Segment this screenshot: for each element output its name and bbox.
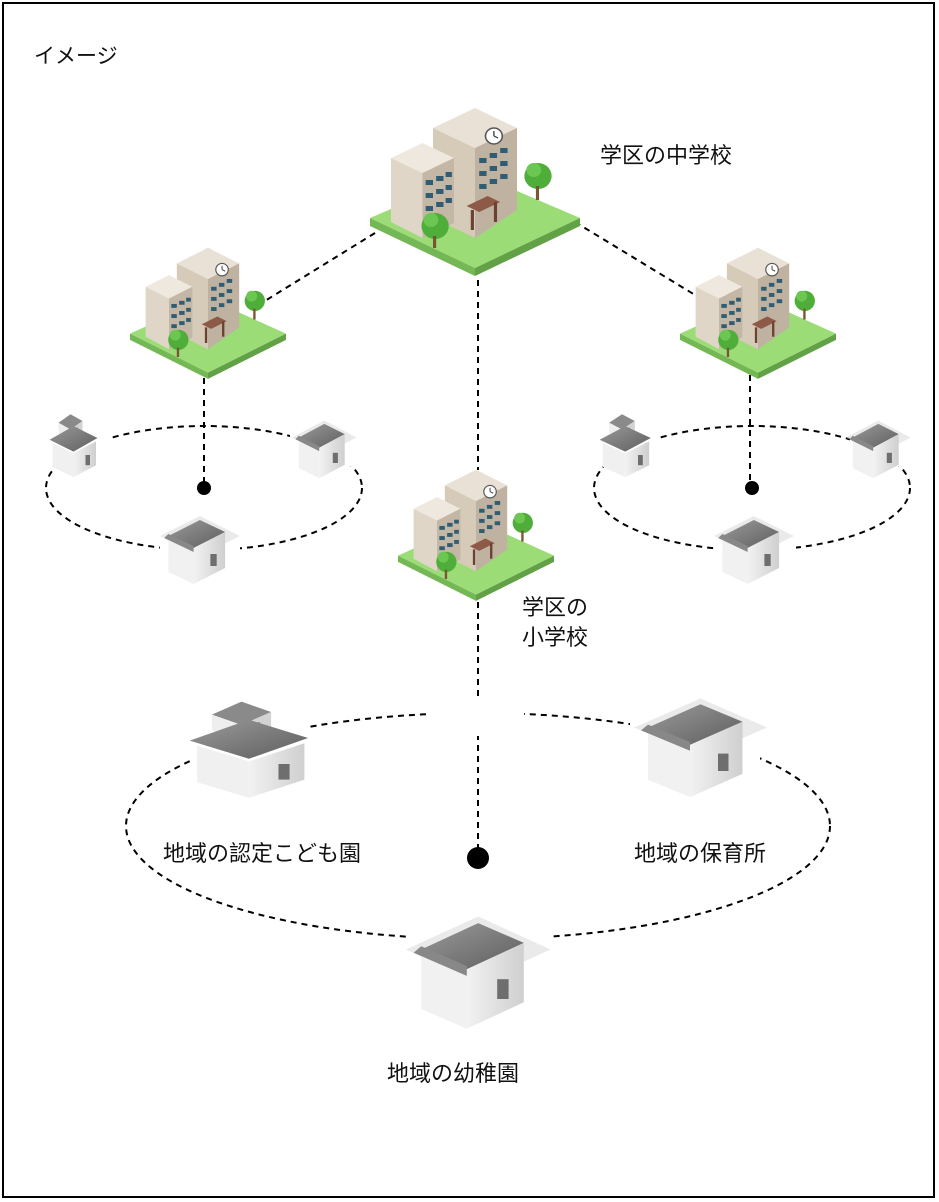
right-district-dot bbox=[745, 481, 759, 495]
elementary-school-label-line2: 小学校 bbox=[522, 626, 589, 651]
main-district-dot bbox=[467, 847, 489, 869]
heading-label: イメージ bbox=[34, 44, 118, 68]
middle-school-icon bbox=[369, 107, 581, 277]
elementary-school-label-line1: 学区の bbox=[522, 596, 589, 621]
middle-school-label: 学区の中学校 bbox=[600, 144, 733, 169]
certified-childcare-label: 地域の認定こども園 bbox=[163, 842, 362, 867]
left-district-dot bbox=[197, 481, 211, 495]
kindergarten-label: 地域の幼稚園 bbox=[387, 1062, 520, 1087]
left-elementary-school-icon bbox=[129, 247, 287, 380]
nursery-label: 地域の保育所 bbox=[634, 842, 767, 867]
center-elementary-school-icon bbox=[397, 469, 555, 602]
right-elementary-school-icon bbox=[679, 247, 837, 380]
